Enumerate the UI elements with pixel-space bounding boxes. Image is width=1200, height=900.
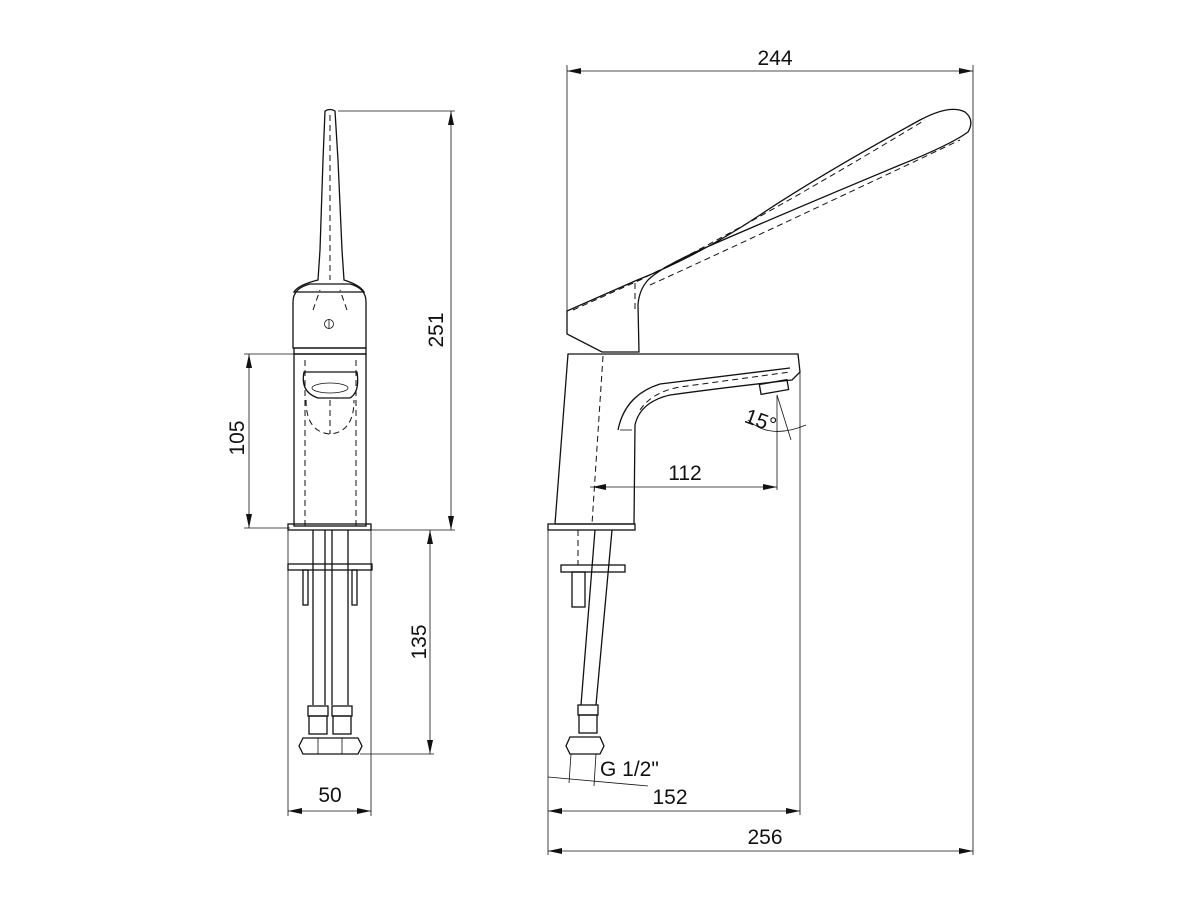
dim-label-thread: G 1/2" [600,758,659,781]
front-view: 251 105 135 50 [226,108,455,816]
dim-label-152: 152 [652,786,687,809]
side-lever [566,108,972,353]
side-body [554,353,801,525]
dim-body-to-outlet: 152 [547,372,801,855]
dim-label-135: 135 [408,624,431,659]
side-view: 244 112 15° 152 G [547,47,974,855]
front-tails [287,530,373,755]
dim-thread: G 1/2" [547,753,659,787]
dim-label-251: 251 [425,312,448,347]
dim-spout-reach: 112 [590,395,778,490]
front-handle-cap [292,283,367,355]
dim-lever-length: 244 [566,47,974,855]
dim-label-112: 112 [668,462,701,485]
side-base-plate [547,523,636,531]
dim-label-244: 244 [757,47,792,70]
dim-label-50: 50 [318,784,341,807]
dim-tail-length: 135 [360,530,434,755]
dim-width: 50 [287,530,372,816]
dim-overall-height: 251 [338,110,455,531]
front-lever [292,108,366,311]
dim-label-256: 256 [747,826,782,849]
dim-label-15deg: 15° [742,405,780,437]
aerator-icon [758,378,790,396]
front-base-plate [287,523,372,531]
front-body [293,353,367,527]
dim-body-height: 105 [226,353,294,529]
aerator-icon [311,382,349,394]
dim-label-105: 105 [226,420,249,455]
dim-spout-angle: 15° [742,394,807,441]
dim-overall-length: 256 [548,826,973,854]
side-tail [560,529,626,755]
hex-nut-icon [298,737,363,755]
hex-nut-icon [565,736,605,755]
